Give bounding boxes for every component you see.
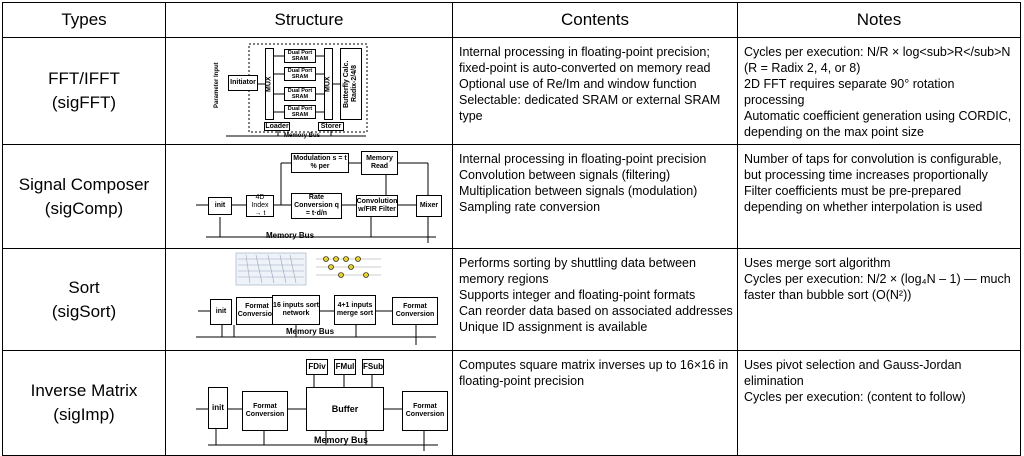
notes-line: Number of taps for convolution is config… [744,152,1002,182]
notes-cell: Number of taps for convolution is config… [737,144,1021,249]
type-cell: Signal Composer (sigComp) [2,144,166,249]
structure-diagram-fft: Initiator Parameter Input MUX Dual Port … [165,37,453,145]
init-block: init [210,299,232,325]
type-cell: FFT/IFFT (sigFFT) [2,37,166,145]
notes-cell: Uses pivot selection and Gauss-Jordan el… [737,350,1021,456]
contents-line: Performs sorting by shuttling data betwe… [459,256,696,286]
fft-wires [226,43,368,137]
structure-diagram-comp: init 4D Index → t Modulation s = t % per… [165,144,453,249]
fsub-block: FSub [362,359,384,375]
contents-line: Multiplication between signals (modulati… [459,184,698,198]
type-code: (sigComp) [44,198,124,218]
table-row: Inverse Matrix (sigImp) [2,350,1021,456]
fmul-block: FMul [334,359,356,375]
contents-cell: Performs sorting by shuttling data betwe… [452,248,738,351]
contents-cell: Computes square matrix inverses up to 16… [452,350,738,456]
type-cell: Inverse Matrix (sigImp) [2,350,166,456]
sort-wires [196,252,436,345]
contents-cell: Internal processing in floating-point pr… [452,37,738,145]
type-code: (sigImp) [53,405,115,424]
table-row: FFT/IFFT (sigFFT) [2,37,1021,145]
notes-line: Uses pivot selection and Gauss-Jordan el… [744,358,962,388]
param-label: Parameter Input [214,62,220,108]
type-code: (sigSort) [51,301,117,321]
contents-line: Unique ID assignment is available [459,320,648,334]
rate-conversion-block: Rate Conversion q = t·d/n [291,193,342,219]
contents-line: Convolution between signals (filtering) [459,168,671,182]
sort-network-block: 16 inputs sort network [272,295,320,325]
contents-line: Internal processing in floating-point pr… [459,45,711,75]
contents-cell: Internal processing in floating-point pr… [452,144,738,249]
index-block: 4D Index → t [246,194,274,217]
structure-diagram-sort: init Format Conversion 16 inputs sort ne… [165,248,453,351]
mux-block: MUX [324,48,333,120]
contents-line: Internal processing in floating-point pr… [459,152,707,166]
structure-diagram-inverse: FDiv FMul FSub init Format Conversion Bu… [165,350,453,456]
memory-bus-label: Memory Bus [284,133,321,139]
header-contents: Contents [452,2,738,38]
sram-block: Dual Port SRAM [284,67,316,81]
contents-line: Computes square matrix inverses up to 16… [459,358,729,388]
contents-line: Supports integer and floating-point form… [459,288,696,302]
comp-wires [196,162,436,243]
type-name: Signal Composer [18,174,150,194]
notes-line: 2D FFT requires separate 90° rotation pr… [744,77,955,107]
format-conversion-block: Format Conversion [402,391,448,431]
header-notes: Notes [737,2,1021,38]
sram-block: Dual Port SRAM [284,49,316,63]
memory-bus-label: Memory Bus [286,327,335,336]
init-block: init [208,387,228,429]
inverse-wires [196,375,438,451]
table-row: Signal Composer (sigComp) [2,144,1021,249]
memory-read-block: Memory Read [361,151,398,175]
butterfly-block: Butterfly Calc. Radix-2/4/8 [340,48,362,120]
init-block: init [208,197,232,215]
memory-bus-label: Memory Bus [266,231,315,240]
storer-block: Storer [318,122,344,131]
contents-line: Sampling rate conversion [459,200,601,214]
header-row: Types Structure Contents Notes [2,2,1021,38]
mux-block: MUX [265,48,274,120]
contents-line: Optional use of Re/Im and window functio… [459,77,697,91]
convolution-block: Convolution w/FIR Filter [356,195,398,217]
notes-line: Cycles per execution: N/R × log<sub>R</s… [744,45,1011,75]
type-name: Inverse Matrix [30,381,138,400]
contents-line: Can reorder data based on associated add… [459,304,733,318]
notes-line: Cycles per execution: N/2 × (log₄N – 1) … [744,272,1011,302]
notes-cell: Cycles per execution: N/R × log<sub>R</s… [737,37,1021,145]
mixer-block: Mixer [416,195,442,217]
type-code: (sigFFT) [51,93,117,112]
memory-bus-label: Memory Bus [314,435,369,445]
type-name: FFT/IFFT [48,69,120,88]
modulation-block: Modulation s = t % per [291,153,349,173]
loader-block: Loader [264,122,290,131]
header-types: Types [2,2,166,38]
format-conversion-block: Format Conversion [242,391,288,431]
notes-line: Cycles per execution: (content to follow… [744,390,966,404]
notes-line: Uses merge sort algorithm [744,256,891,270]
notes-cell: Uses merge sort algorithm Cycles per exe… [737,248,1021,351]
contents-line: Selectable: dedicated SRAM or external S… [459,93,721,123]
type-cell: Sort (sigSort) [2,248,166,351]
sram-block: Dual Port SRAM [284,87,316,101]
type-name: Sort [68,277,100,297]
format-conversion-block: Format Conversion [392,297,438,325]
notes-line: Filter coefficients must be pre-prepared… [744,184,983,214]
fdiv-block: FDiv [306,359,328,375]
merge-sort-block: 4+1 inputs merge sort [334,295,376,325]
sram-block: Dual Port SRAM [284,105,316,119]
table-row: Sort (sigSort) [2,248,1021,351]
header-structure: Structure [165,2,453,38]
initiator-block: Initiator [228,75,258,91]
buffer-block: Buffer [306,387,384,431]
notes-line: Automatic coefficient generation using C… [744,109,1012,139]
format-conversion-block: Format Conversion [236,297,278,325]
